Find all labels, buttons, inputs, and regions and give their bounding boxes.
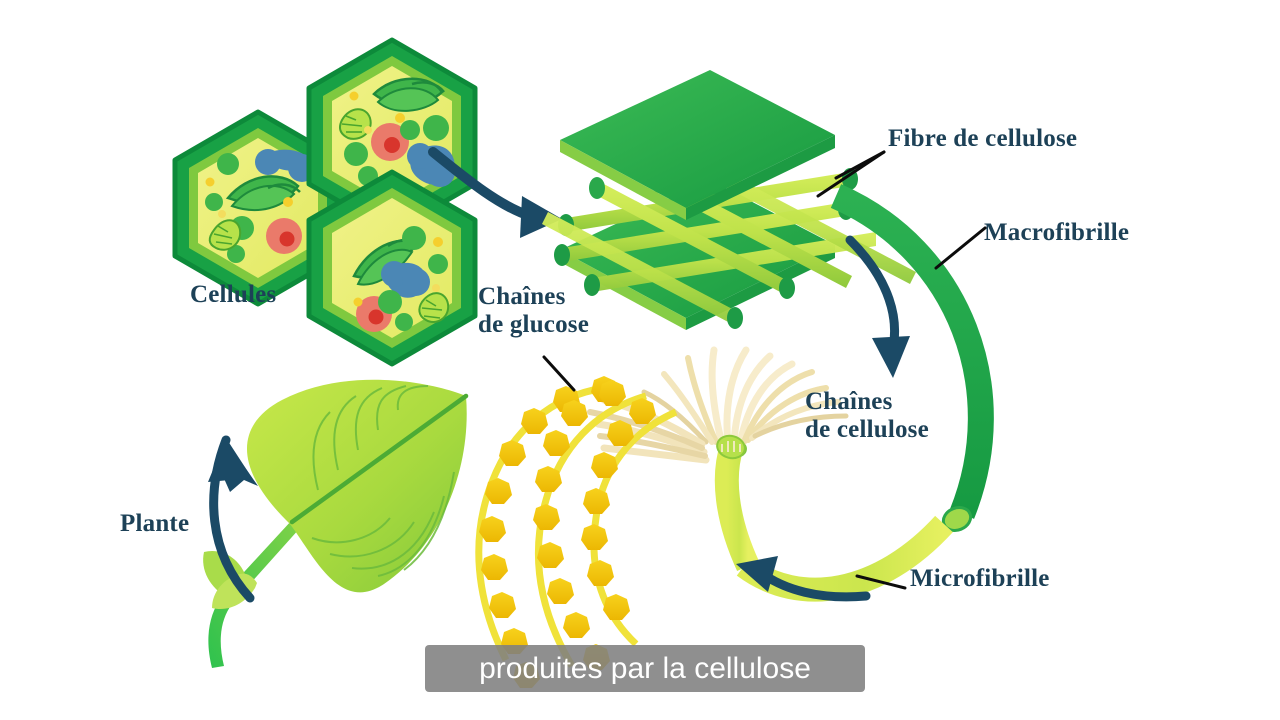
glucose-chain-3 [581, 398, 678, 647]
macrofibril-tube [830, 184, 994, 532]
leader-line-microfibrille [855, 574, 907, 590]
leader-line-fibre [816, 150, 886, 198]
cell-bottom [309, 172, 475, 364]
cell-left [175, 112, 341, 304]
fibril-collar [716, 434, 746, 460]
subtitle-caption-bar: produites par la cellulose [425, 645, 865, 692]
plant-leaf-illustration [203, 379, 469, 668]
leader-line-macrofibrille [934, 226, 987, 270]
cell-top [309, 40, 475, 232]
plant-cells-group [175, 40, 475, 364]
glucose-chain-1 [475, 376, 618, 688]
label-plante: Plante [120, 510, 190, 537]
label-macrofibrille: Macrofibrille [984, 219, 1130, 246]
arrow-fibril-to-glucose [736, 556, 871, 602]
arrow-cells-to-fiber [428, 147, 562, 238]
label-chaines-de-glucose: Chaînes de glucose [478, 283, 590, 338]
label-fibre-de-cellulose: Fibre de cellulose [888, 125, 1078, 152]
subtitle-caption-text: produites par la cellulose [479, 651, 811, 685]
leader-line-glucose [542, 355, 576, 392]
glucose-chains [475, 376, 678, 688]
arrow-fiber-to-chains [845, 235, 910, 378]
arrow-leaf-to-cells [208, 435, 258, 603]
cellulose-fiber-illustration [542, 70, 916, 330]
label-chaines-de-cellulose: Chaînes de cellulose [805, 388, 929, 443]
label-cellules: Cellules [190, 281, 277, 308]
label-microfibrille: Microfibrille [910, 565, 1050, 592]
